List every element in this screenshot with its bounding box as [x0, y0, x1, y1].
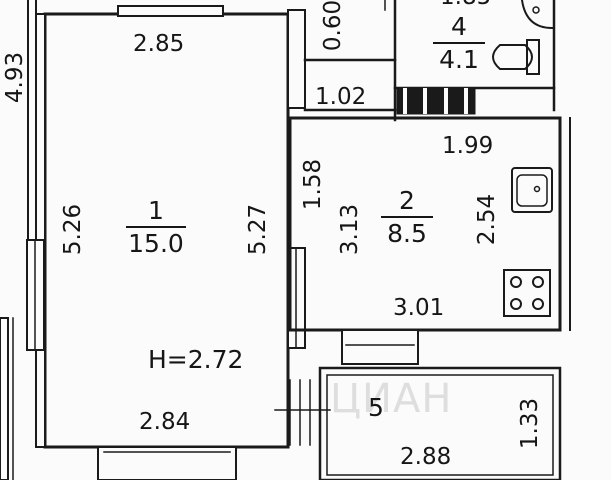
watermark: ЦИАН [330, 376, 453, 422]
dim-r2-right: 2.54 [474, 193, 501, 246]
stove-icon [503, 269, 551, 317]
room-2-label: 2 8.5 [381, 188, 433, 246]
room-2-number: 2 [381, 188, 433, 218]
dim-r4-top-cut: 1.85 [440, 0, 491, 9]
room-5-number: 5 [368, 393, 384, 422]
dim-r2-bottom: 3.01 [393, 295, 445, 321]
room-1-label: 1 15.0 [126, 198, 186, 256]
room-1-right-wall [287, 9, 306, 109]
dim-r2-top: 1.99 [442, 133, 494, 159]
bath-sink-icon [520, 0, 554, 30]
dim-r5-width: 2.88 [400, 444, 452, 470]
dim-r1-right: 5.27 [245, 203, 272, 256]
dim-corridor-width: 1.02 [315, 84, 367, 110]
dim-r2-left-small: 1.58 [300, 158, 327, 211]
room-4-number: 4 [433, 14, 485, 44]
room-4-label: 4 4.1 [433, 14, 485, 72]
room-1-height: H=2.72 [148, 345, 244, 374]
dim-r1-bottom: 2.84 [139, 409, 191, 435]
dim-r1-top: 2.85 [133, 31, 185, 57]
room-2-window [341, 329, 419, 365]
dim-r1-left: 5.26 [60, 203, 87, 256]
dim-r5-height: 1.33 [517, 397, 544, 450]
dim-r2-left: 3.13 [337, 203, 364, 256]
room-1-top-opening [117, 5, 224, 17]
dim-corridor-small: 0.60 [320, 0, 347, 52]
room-1-area: 15.0 [128, 229, 184, 258]
dim-outer-left: 4.93 [2, 51, 29, 104]
bathroom-door [396, 87, 476, 115]
room-2-outline [288, 116, 562, 332]
room-1-wall-fill-left [35, 13, 46, 448]
kitchen-sink-icon [511, 167, 553, 213]
room-2-area: 8.5 [387, 219, 427, 248]
room-1-number: 1 [126, 198, 186, 228]
toilet-icon [492, 44, 533, 70]
room-4-area: 4.1 [439, 45, 479, 74]
